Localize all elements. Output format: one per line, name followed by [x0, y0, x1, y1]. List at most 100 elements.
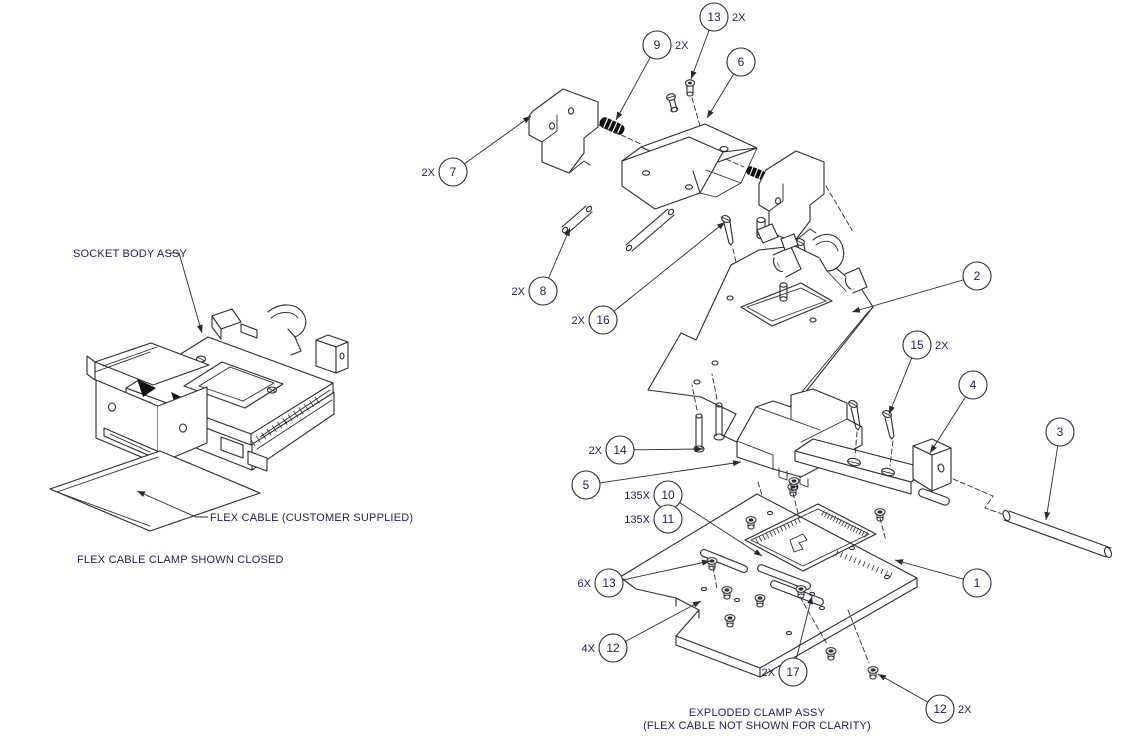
balloon-number: 17: [786, 665, 800, 679]
button-head-screw: [745, 516, 757, 530]
actuation-rail: [794, 438, 952, 495]
axis-dash-left: [598, 124, 642, 145]
balloon-5: 5: [571, 460, 742, 500]
balloon-number: 1: [974, 576, 981, 590]
balloon-qty: 135X: [624, 514, 650, 526]
balloon-qty: 135X: [624, 490, 650, 502]
balloon-13: 13 2X: [690, 2, 746, 80]
balloon-circle: [958, 370, 988, 400]
balloon-leader: [706, 73, 735, 119]
balloon-circle: [1045, 417, 1075, 447]
balloon-10: 10 135X: [624, 480, 763, 557]
balloon-leader: [894, 559, 964, 580]
balloon-leader: [615, 57, 651, 121]
balloon-leader: [613, 221, 726, 312]
balloon-7: 72X: [422, 115, 532, 187]
balloon-circle: [588, 305, 618, 335]
dowel-pins: [561, 205, 675, 252]
balloon-qty: 4X: [582, 643, 596, 655]
balloon-circle: [598, 633, 628, 663]
top-tabs: [211, 308, 258, 340]
balloon-6: 6: [706, 47, 756, 119]
balloon-circle: [925, 694, 955, 724]
pivot-bracket: [621, 123, 758, 210]
shoulder-screw-top: [684, 79, 701, 127]
balloon-circle: [571, 470, 601, 500]
clamp-bracket-right: [758, 150, 825, 243]
balloon-number: 7: [450, 165, 457, 179]
balloon-2: 2: [851, 261, 992, 313]
balloon-qty: 2X: [512, 286, 526, 298]
balloon-circle: [962, 261, 992, 291]
balloon-qty: 2X: [589, 445, 603, 457]
balloon-circle: [605, 435, 635, 465]
balloon-leader: [690, 29, 710, 80]
balloon-number: 3: [1057, 425, 1064, 439]
base-plate: [619, 488, 950, 678]
balloon-circle: [962, 568, 992, 598]
clamp-bracket-left: [528, 88, 599, 174]
socket-body-assy-label: SOCKET BODY ASSY: [73, 248, 188, 260]
balloon-number: 10: [661, 488, 675, 502]
balloon-circle: [528, 276, 558, 306]
screws-15: [848, 399, 895, 467]
balloon-circle: [902, 330, 932, 360]
balloon-8: 82X: [512, 227, 571, 306]
balloon-number: 16: [596, 313, 610, 327]
balloon-circle: [699, 2, 729, 32]
balloon-qty: 2X: [935, 340, 949, 352]
balloon-leader: [625, 600, 702, 642]
balloon-3: 3: [1044, 417, 1075, 521]
balloon-13: 13 6X: [578, 559, 711, 598]
balloon-number: 4: [970, 378, 977, 392]
assembled-socket-view: [49, 304, 349, 532]
axis-dash-right: [725, 158, 745, 168]
hinge-plate: [647, 223, 874, 453]
balloon-leader: [464, 115, 532, 165]
balloon-leader: [877, 673, 929, 703]
label-leaders: [136, 252, 208, 518]
balloon-15: 15 2X: [888, 330, 949, 415]
balloon-circle: [642, 30, 672, 60]
flex-cable-leader: [136, 490, 208, 518]
compression-spring-left: [599, 117, 625, 135]
socket-corner-block: [315, 334, 349, 374]
clamp-closed-note: FLEX CABLE CLAMP SHOWN CLOSED: [77, 554, 284, 566]
button-head-screw: [867, 666, 879, 680]
slot-screw-top: [666, 93, 679, 113]
balloon-number: 13: [707, 10, 721, 24]
balloon-number: 6: [738, 55, 745, 69]
balloon-qty: 2X: [732, 12, 746, 24]
balloon-qty: 2X: [958, 704, 972, 716]
balloon-circle: [438, 157, 468, 187]
button-head-screw: [788, 477, 800, 491]
flex-cable-sheet: [49, 450, 261, 532]
balloon-leader: [851, 279, 964, 313]
caption-line1: EXPLODED CLAMP ASSY: [689, 707, 826, 719]
guide-pins-14: [691, 373, 725, 453]
balloon-qty: 2X: [572, 315, 586, 327]
balloon-leader: [1044, 445, 1059, 521]
balloon-circle: [726, 47, 756, 77]
stop-rod: [952, 478, 1113, 559]
caption-line2: (FLEX CABLE NOT SHOWN FOR CLARITY): [643, 720, 871, 732]
fastener-screws: [706, 477, 886, 680]
balloon-number: 9: [654, 38, 661, 52]
balloon-qty: 6X: [578, 578, 592, 590]
balloon-number: 13: [602, 576, 616, 590]
balloon-number: 12: [933, 702, 947, 716]
balloon-number: 14: [613, 443, 627, 457]
button-head-screw: [795, 585, 807, 599]
balloon-leader: [679, 502, 763, 557]
balloon-number: 15: [910, 338, 924, 352]
balloon-4: 4: [929, 370, 988, 454]
balloon-1: 1: [894, 559, 992, 598]
balloon-leader: [599, 460, 742, 484]
balloon-leader: [888, 357, 913, 415]
